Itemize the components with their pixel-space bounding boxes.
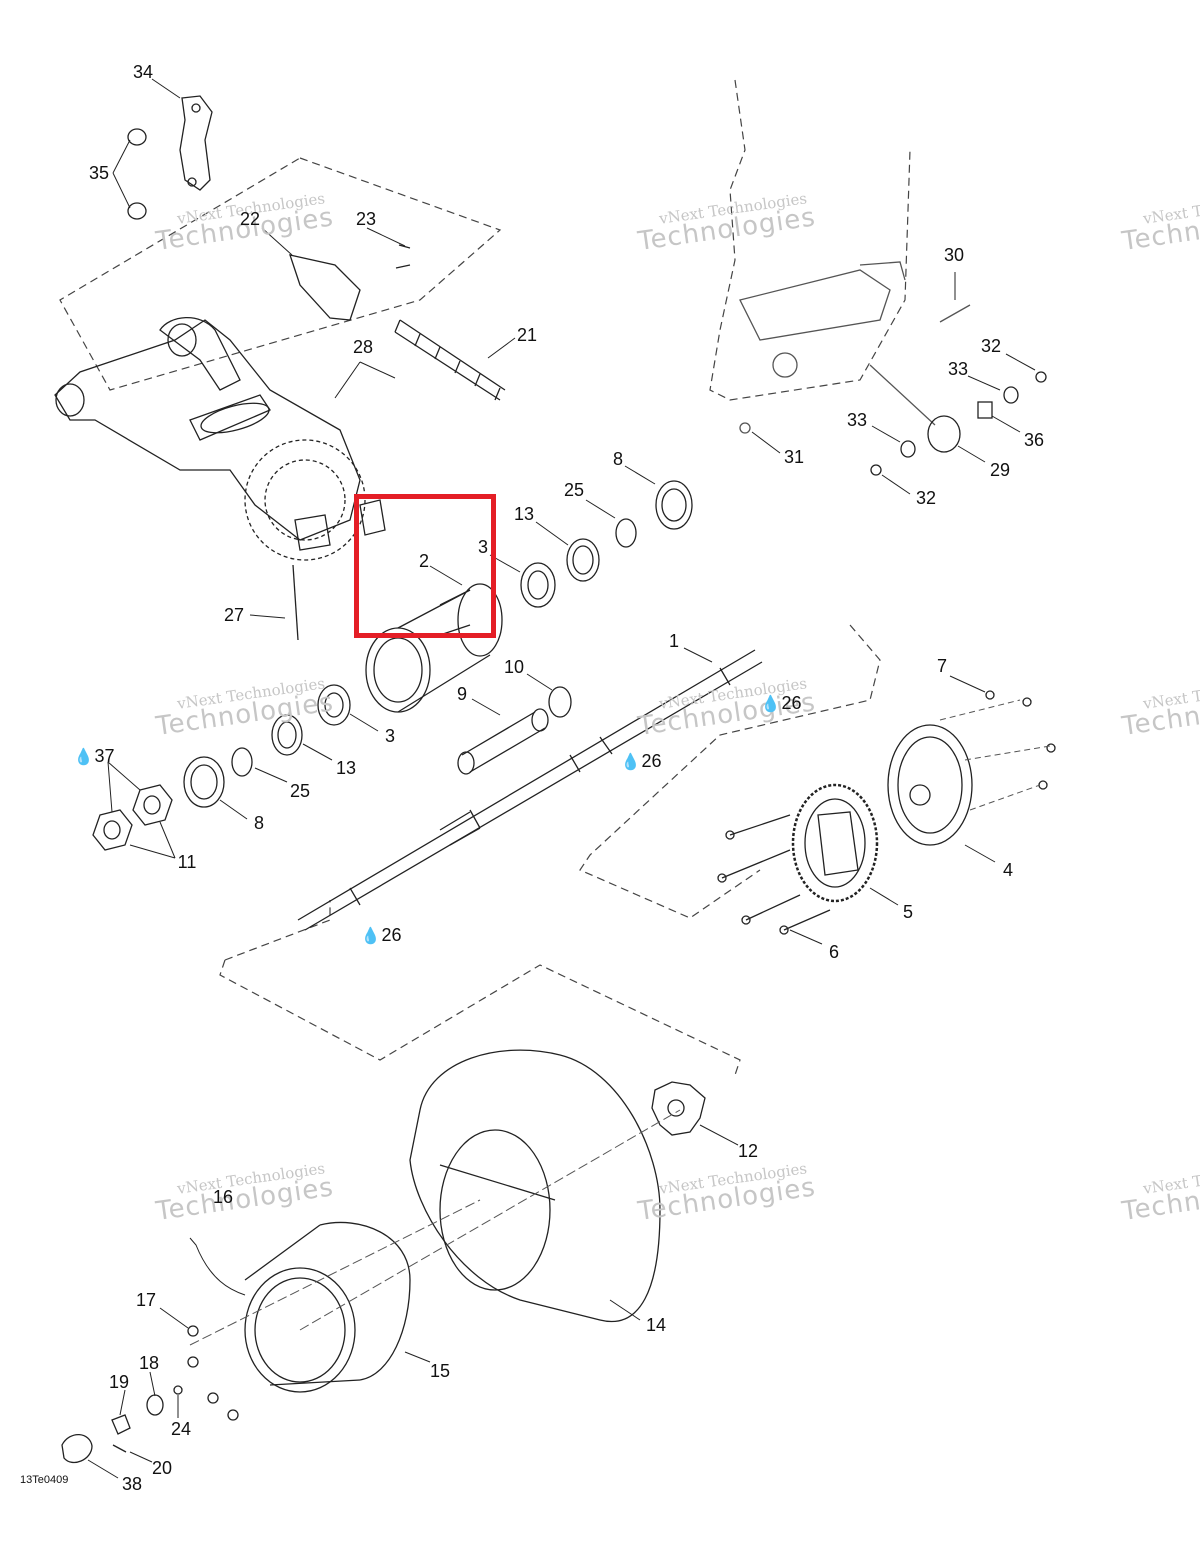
sprocket xyxy=(791,783,879,903)
pivot-nut-upper xyxy=(1035,371,1047,383)
brake-bracket xyxy=(127,95,213,220)
callout-7[interactable]: 7 xyxy=(936,656,948,676)
callout-32-upper[interactable]: 32 xyxy=(980,336,1002,356)
wheel-hardware xyxy=(61,1237,246,1463)
callout-27[interactable]: 27 xyxy=(223,605,245,625)
callout-10[interactable]: 10 xyxy=(503,657,525,677)
pivot-sleeve xyxy=(977,401,993,419)
tire xyxy=(409,1049,661,1323)
callout-37[interactable]: 💧37 xyxy=(73,746,115,766)
diagram-reference-code: 13Te0409 xyxy=(20,1474,69,1486)
callout-21[interactable]: 21 xyxy=(516,325,538,345)
callout-32-lower[interactable]: 32 xyxy=(915,488,937,508)
o-ring-10 xyxy=(548,686,572,718)
chain-guide xyxy=(289,254,361,321)
washer-upper xyxy=(1003,386,1019,404)
callout-8-upper[interactable]: 8 xyxy=(612,449,624,469)
callout-13-lower[interactable]: 13 xyxy=(335,758,357,778)
lubricant-drop-icon: 💧 xyxy=(73,749,94,766)
lubricant-drop-icon: 💧 xyxy=(760,696,781,713)
bearing-lower xyxy=(317,684,351,726)
callout-18[interactable]: 18 xyxy=(138,1353,160,1373)
callout-26-upper[interactable]: 💧26 xyxy=(760,693,802,713)
axle-nut xyxy=(132,784,173,826)
swing-arm-group-outline xyxy=(59,79,911,1076)
callout-1[interactable]: 1 xyxy=(668,631,680,651)
callout-26-middle[interactable]: 💧26 xyxy=(620,751,662,771)
callout-29[interactable]: 29 xyxy=(989,460,1011,480)
o-ring-upper xyxy=(615,518,637,548)
pivot-nut-lower xyxy=(870,464,882,476)
callout-2[interactable]: 2 xyxy=(418,551,430,571)
callout-17[interactable]: 17 xyxy=(135,1290,157,1310)
oil-seal-lower xyxy=(183,756,225,808)
seal-lower xyxy=(271,714,303,756)
callout-5[interactable]: 5 xyxy=(902,902,914,922)
callout-8-lower[interactable]: 8 xyxy=(253,813,265,833)
callout-19[interactable]: 19 xyxy=(108,1372,130,1392)
callout-33-upper[interactable]: 33 xyxy=(947,359,969,379)
rear-axle xyxy=(297,649,763,931)
callout-15[interactable]: 15 xyxy=(429,1361,451,1381)
callout-30[interactable]: 30 xyxy=(943,245,965,265)
callout-leaders xyxy=(87,78,1051,1479)
callout-24[interactable]: 24 xyxy=(170,1419,192,1439)
callout-23[interactable]: 23 xyxy=(355,209,377,229)
callout-35[interactable]: 35 xyxy=(88,163,110,183)
callout-3-upper[interactable]: 3 xyxy=(477,537,489,557)
guide-screws xyxy=(395,244,411,269)
frame-section xyxy=(739,261,971,434)
callout-6[interactable]: 6 xyxy=(828,942,840,962)
callout-31[interactable]: 31 xyxy=(783,447,805,467)
axle-nut-2 xyxy=(92,809,133,851)
swing-arm xyxy=(54,317,386,561)
washer-lower xyxy=(900,440,916,458)
callout-33-lower[interactable]: 33 xyxy=(846,410,868,430)
drive-chain xyxy=(394,319,506,401)
callout-4[interactable]: 4 xyxy=(1002,860,1014,880)
callout-34[interactable]: 34 xyxy=(132,62,154,82)
callout-3-lower[interactable]: 3 xyxy=(384,726,396,746)
callout-28[interactable]: 28 xyxy=(352,337,374,357)
oil-seal-upper xyxy=(655,480,693,530)
callout-25-lower[interactable]: 25 xyxy=(289,781,311,801)
callout-25-upper[interactable]: 25 xyxy=(563,480,585,500)
callout-13-upper[interactable]: 13 xyxy=(513,504,535,524)
callout-36[interactable]: 36 xyxy=(1023,430,1045,450)
callout-22[interactable]: 22 xyxy=(239,209,261,229)
bearing-upper xyxy=(520,562,556,608)
callout-26-lower[interactable]: 💧26 xyxy=(360,925,402,945)
axle-spacer xyxy=(461,711,546,773)
callout-38[interactable]: 38 xyxy=(121,1474,143,1494)
callout-14[interactable]: 14 xyxy=(645,1315,667,1335)
wheel-hub xyxy=(651,1081,706,1136)
callout-16[interactable]: 16 xyxy=(212,1187,234,1207)
callout-12[interactable]: 12 xyxy=(737,1141,759,1161)
callout-20[interactable]: 20 xyxy=(151,1458,173,1478)
o-ring-lower xyxy=(231,747,253,777)
lubricant-drop-icon: 💧 xyxy=(360,928,381,945)
pivot-bolt xyxy=(292,564,299,641)
bearing-housing xyxy=(365,583,503,713)
pivot-bushing xyxy=(927,415,961,453)
seal-upper xyxy=(566,538,600,582)
lubricant-drop-icon: 💧 xyxy=(620,754,641,771)
selected-part-highlight xyxy=(354,494,496,638)
sprocket-bolts xyxy=(717,690,1056,935)
wheel-rim xyxy=(244,1221,411,1393)
callout-11[interactable]: 11 xyxy=(177,852,197,872)
callout-9[interactable]: 9 xyxy=(456,684,468,704)
sprocket-hub xyxy=(887,724,973,846)
